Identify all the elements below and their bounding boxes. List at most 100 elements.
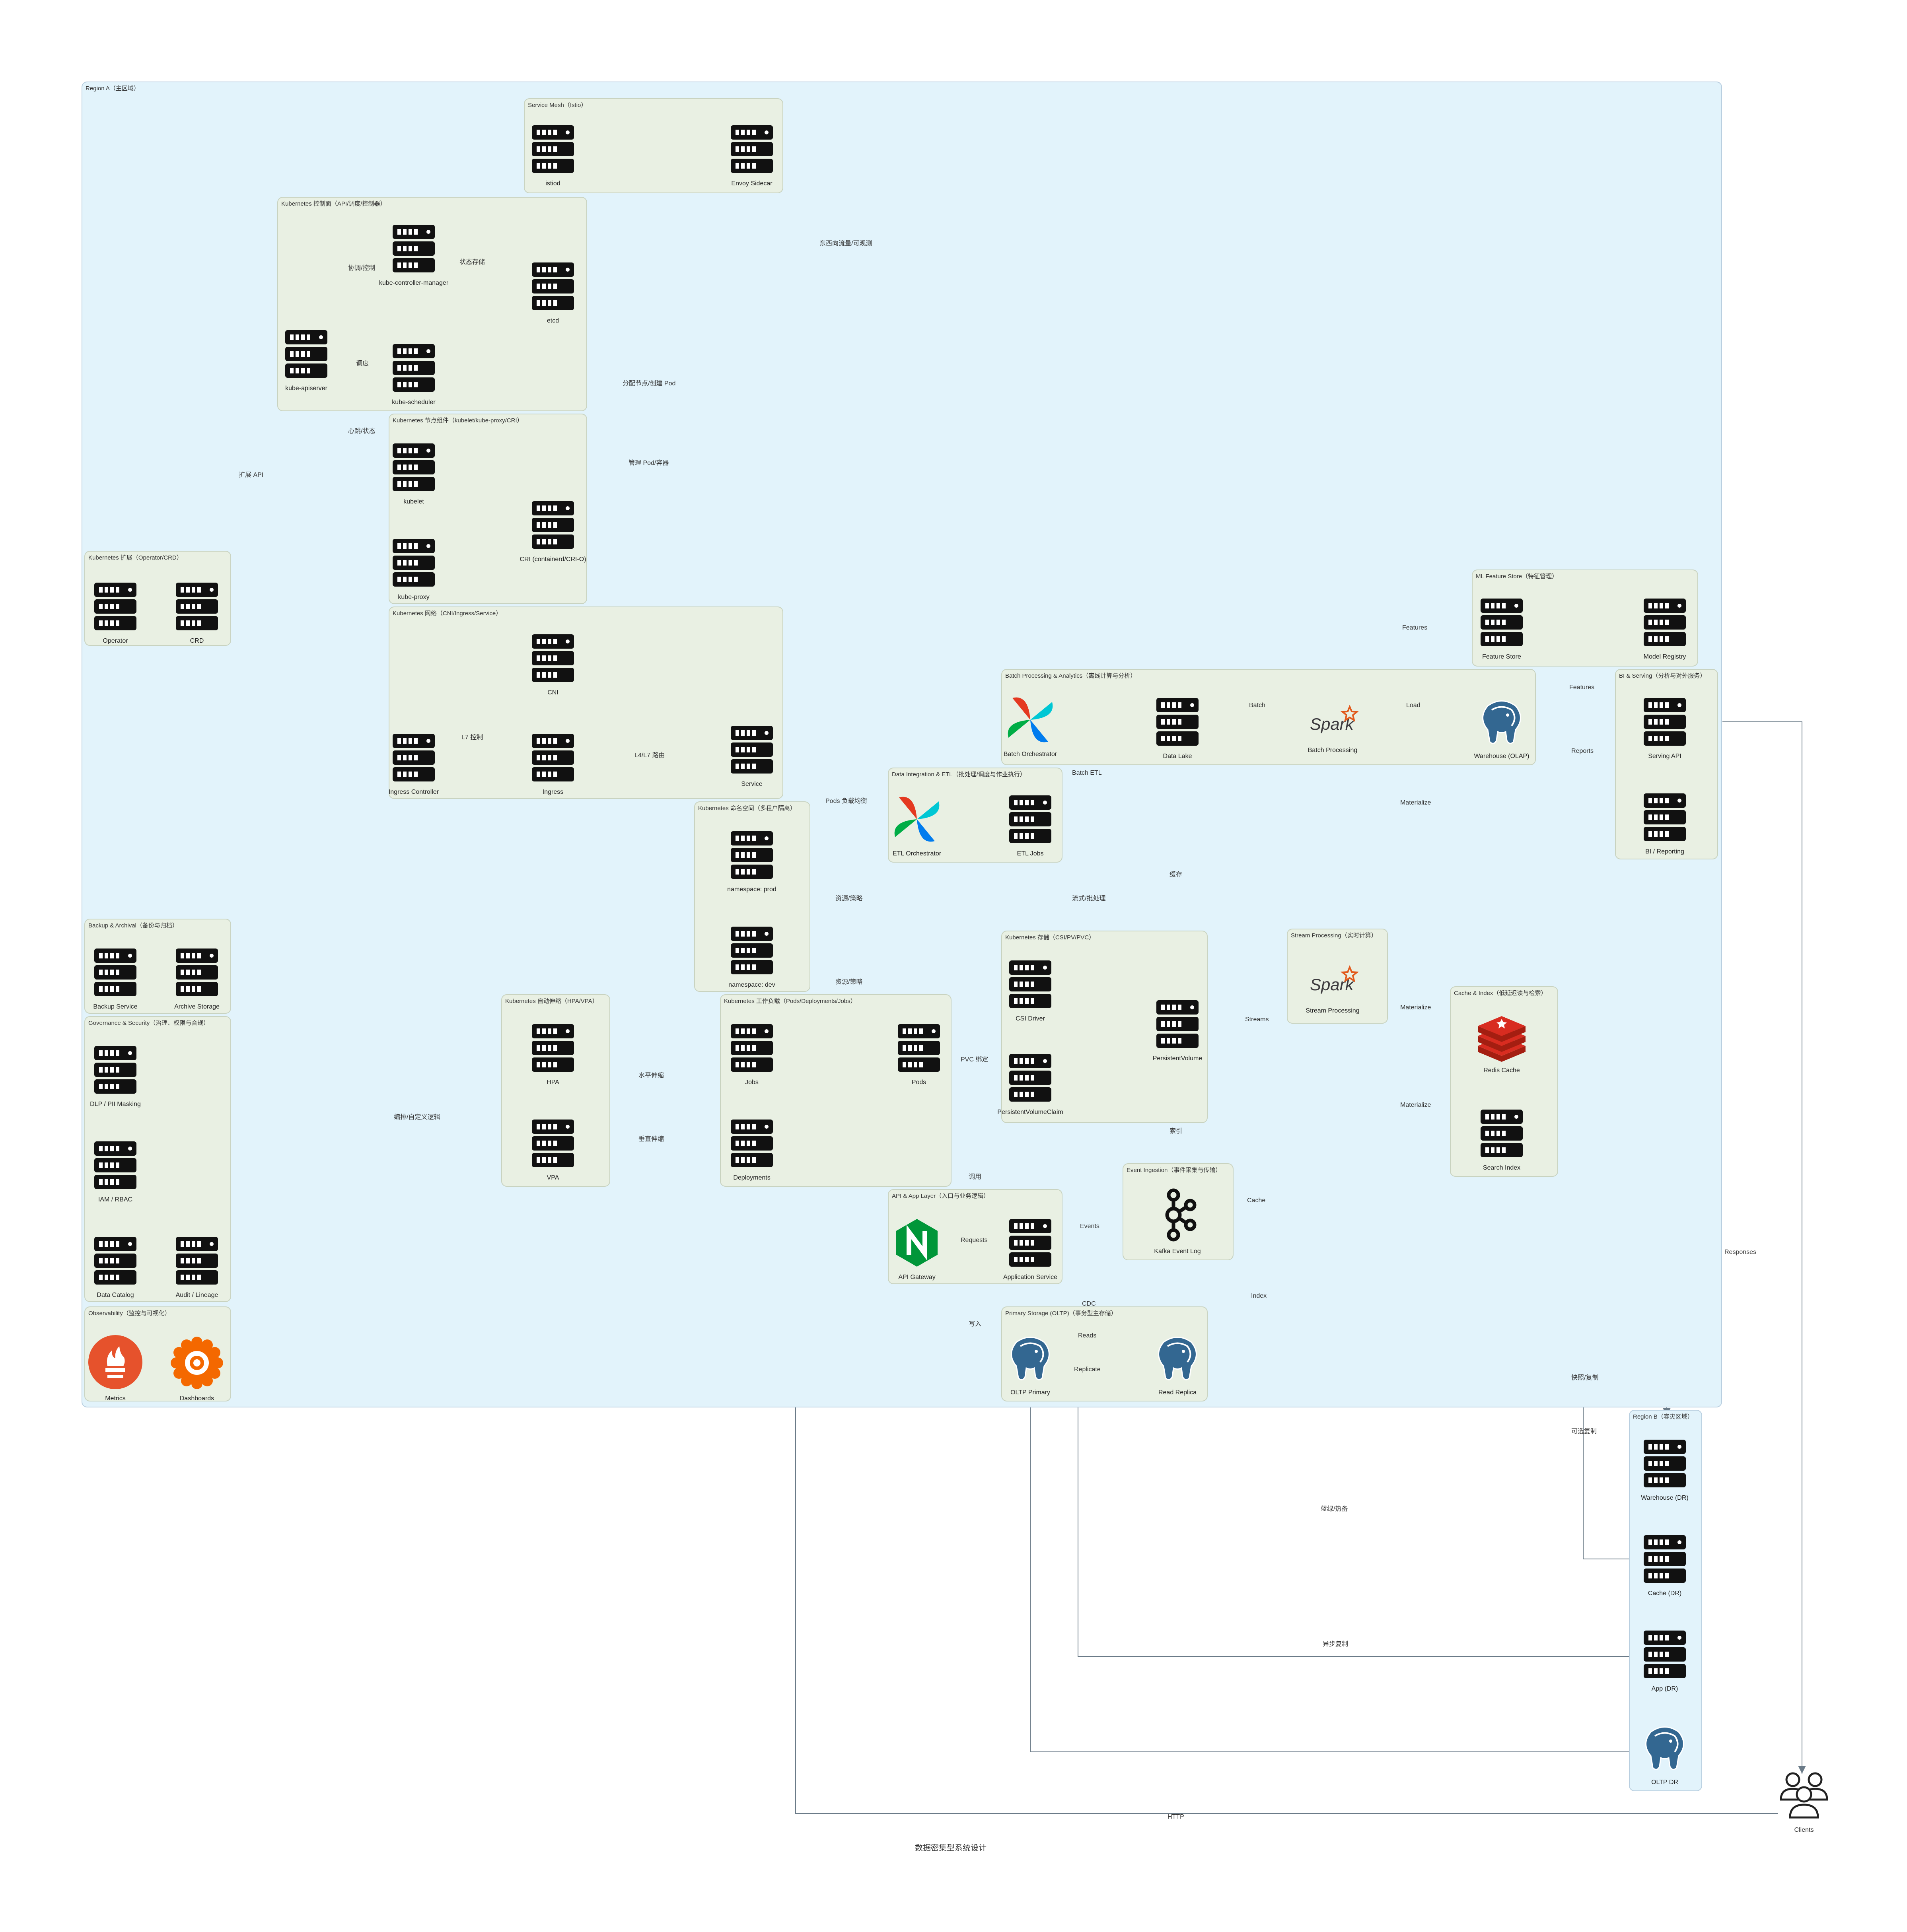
- group-api-label: API & App Layer（入口与业务逻辑）: [892, 1193, 990, 1199]
- server-icon: [990, 1054, 1070, 1106]
- edge-label-snapshot: 快照/复制: [1571, 1374, 1599, 1381]
- server-icon: [712, 726, 792, 777]
- edge-label-orchestrate: 编排/自定义逻辑: [394, 1114, 440, 1121]
- airflow-icon: [877, 793, 957, 847]
- server-icon: [1625, 1535, 1705, 1587]
- node-label: Pods: [911, 1079, 926, 1086]
- group-k8s-net-label: Kubernetes 网络（CNI/Ingress/Service）: [393, 610, 502, 617]
- node-label: Clients: [1794, 1827, 1814, 1833]
- server-icon: [76, 1141, 155, 1193]
- node-cni: CNI: [513, 634, 593, 696]
- node-kubeproxy: kube-proxy: [374, 539, 453, 601]
- edge-label-hscale: 水平伸缩: [638, 1072, 664, 1079]
- edge-label-state-store: 状态存储: [459, 259, 485, 266]
- edge-label-responses: Responses: [1724, 1249, 1757, 1256]
- node-pvc: PersistentVolumeClaim: [990, 1054, 1070, 1116]
- node-envoy: Envoy Sidecar: [712, 125, 792, 187]
- svg-text:Spark: Spark: [1310, 715, 1354, 733]
- server-icon: [712, 1120, 792, 1171]
- server-icon: [1138, 1000, 1217, 1052]
- region-a-label: Region A（主区域）: [86, 85, 140, 92]
- node-warehouse: Warehouse (OLAP): [1462, 696, 1541, 760]
- group-gov-label: Governance & Security（治理、权限与合规）: [88, 1020, 210, 1026]
- server-icon: [374, 539, 453, 591]
- node-archive: Archive Storage: [157, 949, 237, 1011]
- users-icon: [1764, 1770, 1844, 1823]
- node-batch-orch: Batch Orchestrator: [990, 694, 1070, 758]
- node-label: ETL Jobs: [1017, 850, 1044, 857]
- edge-label-manage-pod: 管理 Pod/容器: [629, 460, 669, 466]
- node-cri: CRI (containerd/CRI-O): [513, 501, 593, 563]
- node-label: kubelet: [403, 498, 424, 505]
- group-backup-label: Backup & Archival（备份与归档）: [88, 922, 178, 929]
- group-obs-label: Observability（监控与可视化）: [88, 1310, 171, 1317]
- edge-label-coordinate: 协调/控制: [348, 265, 376, 272]
- node-label: Data Catalog: [97, 1292, 134, 1298]
- edge-label-streams: Streams: [1245, 1016, 1269, 1023]
- prometheus-icon: [76, 1334, 155, 1392]
- node-label: Stream Processing: [1306, 1007, 1360, 1014]
- group-etl-label: Data Integration & ETL（批处理/调度与作业执行）: [892, 771, 1026, 778]
- group-batch: Batch Processing & Analytics（离线计算与分析）: [1001, 669, 1536, 765]
- server-icon: [990, 960, 1070, 1012]
- server-icon: [1625, 599, 1705, 650]
- edge-label-invoke: 调用: [969, 1174, 982, 1180]
- group-storage-label: Kubernetes 存储（CSI/PV/PVC）: [1005, 934, 1095, 941]
- server-icon: [374, 344, 453, 396]
- node-label: ETL Orchestrator: [892, 850, 942, 857]
- node-label: Warehouse (DR): [1641, 1495, 1689, 1501]
- node-dlp: DLP / PII Masking: [76, 1046, 155, 1108]
- server-icon: [712, 927, 792, 978]
- node-label: Cache (DR): [1648, 1590, 1682, 1597]
- postgres-icon: [1138, 1332, 1217, 1386]
- edge-label-reports: Reports: [1571, 748, 1594, 754]
- edge-label-cache-cn: 缓存: [1169, 871, 1183, 878]
- node-oltp-primary: OLTP Primary: [990, 1332, 1070, 1396]
- node-label: Backup Service: [93, 1003, 138, 1010]
- node-label: CSI Driver: [1016, 1015, 1045, 1022]
- node-label: Feature Store: [1482, 653, 1521, 660]
- server-icon: [76, 1237, 155, 1289]
- group-k8s-net: Kubernetes 网络（CNI/Ingress/Service）: [389, 606, 783, 799]
- edge-label-http: HTTP: [1168, 1813, 1184, 1820]
- kafka-icon: [1138, 1187, 1217, 1245]
- node-label: Batch Processing: [1308, 747, 1358, 754]
- node-label: istiod: [545, 180, 560, 187]
- node-cache-dr: Cache (DR): [1625, 1535, 1705, 1597]
- airflow-icon: [990, 694, 1070, 748]
- server-icon: [513, 501, 593, 553]
- spark-icon: Spark: [1293, 698, 1372, 744]
- node-kubelet: kubelet: [374, 443, 453, 505]
- node-read-replica: Read Replica: [1138, 1332, 1217, 1396]
- group-cache-label: Cache & Index（低延迟读与检索）: [1454, 990, 1547, 997]
- node-label: Operator: [103, 638, 128, 644]
- edge-label-features1: Features: [1402, 624, 1428, 631]
- node-ns-dev: namespace: dev: [712, 927, 792, 989]
- node-app-dr: App (DR): [1625, 1631, 1705, 1693]
- edge-label-stream-batch: 流式/批处理: [1072, 895, 1106, 902]
- node-pods: Pods: [879, 1024, 959, 1086]
- edge-label-features2: Features: [1569, 684, 1595, 691]
- node-label: DLP / PII Masking: [90, 1101, 141, 1108]
- edge-label-materialize2: Materialize: [1400, 1004, 1431, 1011]
- node-model-registry: Model Registry: [1625, 599, 1705, 661]
- server-icon: [157, 1237, 237, 1289]
- edge-label-bluegreen: 蓝绿/热备: [1321, 1506, 1348, 1512]
- node-label: kube-apiserver: [285, 385, 327, 392]
- edge-label-pods-lb: Pods 负载均衡: [825, 798, 867, 805]
- group-workload-label: Kubernetes 工作负载（Pods/Deployments/Jobs）: [724, 998, 856, 1005]
- edge-label-replicate: Replicate: [1074, 1366, 1101, 1373]
- server-icon: [1138, 698, 1217, 750]
- server-icon: [76, 1046, 155, 1098]
- edge-label-vscale: 垂直伸缩: [638, 1136, 664, 1143]
- node-scheduler: kube-scheduler: [374, 344, 453, 406]
- node-label: namespace: prod: [727, 886, 776, 893]
- group-k8s-cp-label: Kubernetes 控制面（API/调度/控制器）: [281, 200, 386, 207]
- server-icon: [1625, 698, 1705, 750]
- group-oltp-label: Primary Storage (OLTP)（事务型主存储）: [1005, 1310, 1117, 1317]
- server-icon: [513, 734, 593, 785]
- group-bi-label: BI & Serving（分析与对外服务）: [1619, 673, 1706, 679]
- node-serving-api: Serving API: [1625, 698, 1705, 760]
- group-k8s-node-label: Kubernetes 节点组件（kubelet/kube-proxy/CRI）: [393, 417, 523, 424]
